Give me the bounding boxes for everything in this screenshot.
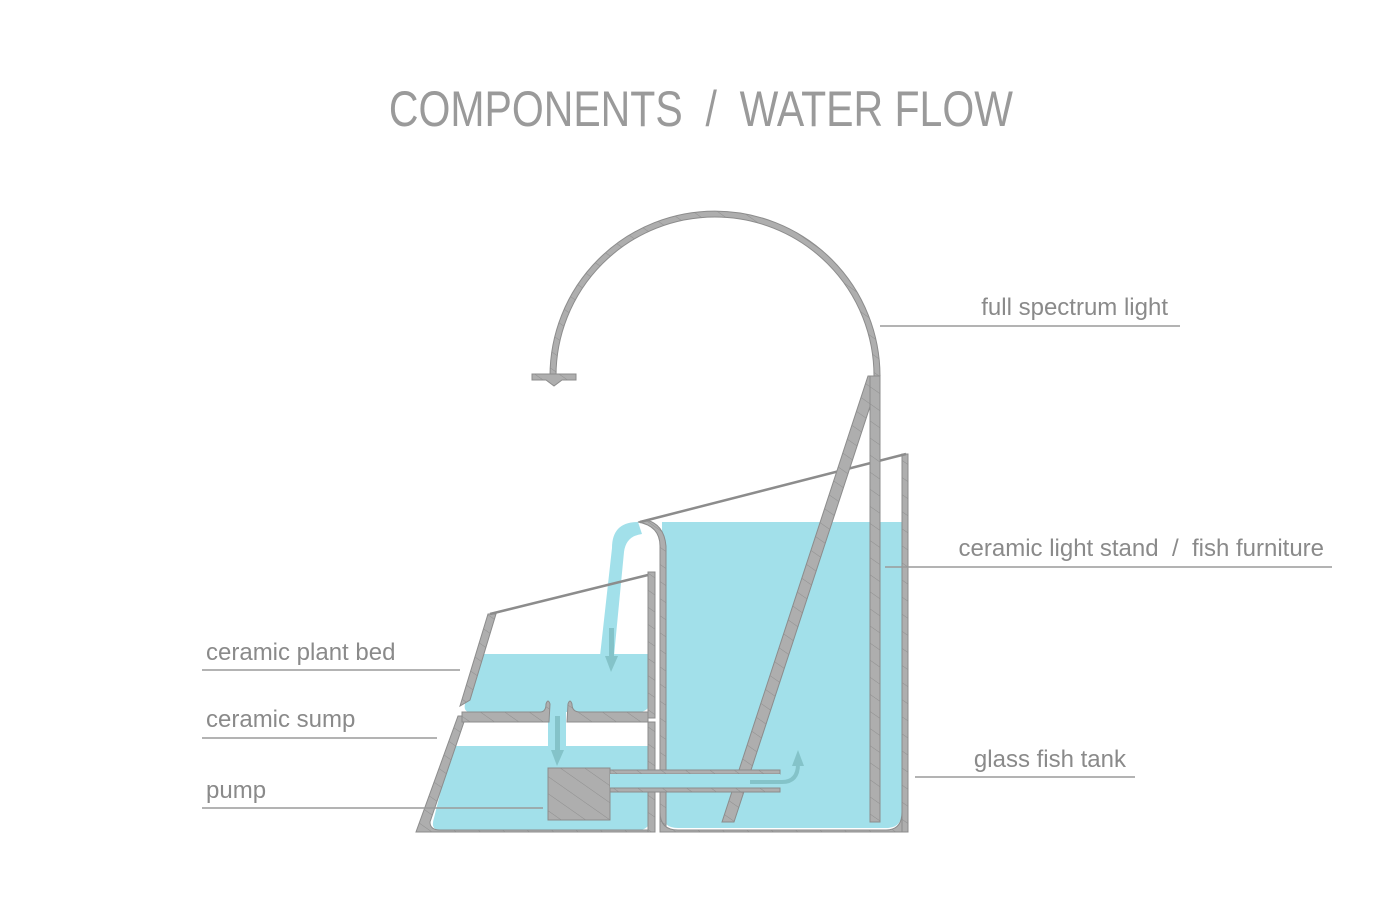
flow-arrow-drain	[551, 716, 564, 766]
label-light-stand: ceramic light stand / fish furniture	[959, 535, 1324, 562]
overflow-water-stream	[600, 522, 642, 656]
fish-tank-rim	[639, 452, 907, 524]
label-fish-tank: glass fish tank	[974, 746, 1127, 773]
light-stand-vertical	[869, 375, 881, 823]
pump-body	[547, 767, 611, 821]
pump-outlet-pipe-water	[610, 774, 780, 788]
label-sump: ceramic sump	[206, 706, 355, 733]
pump-outlet-pipe-top	[609, 769, 781, 775]
diagram-title: COMPONENTS / WATER FLOW	[388, 81, 1013, 137]
plant-bed-water	[464, 654, 650, 712]
fish-tank-right-wall	[901, 453, 909, 833]
plant-bed-right-wall	[647, 571, 656, 719]
light-head	[531, 373, 577, 387]
plant-bed-floor-right	[566, 700, 649, 723]
flow-arrow-overflow	[605, 628, 618, 672]
plant-bed-floor-left	[461, 700, 551, 723]
flow-arrow-outlet	[750, 750, 804, 784]
label-plant-bed: ceramic plant bed	[206, 639, 395, 666]
plant-bed-rim	[489, 572, 653, 616]
label-pump: pump	[206, 777, 266, 804]
pump-outlet-pipe-bottom	[609, 787, 781, 793]
light-arc	[549, 210, 881, 377]
label-full-spectrum-light: full spectrum light	[981, 294, 1168, 321]
